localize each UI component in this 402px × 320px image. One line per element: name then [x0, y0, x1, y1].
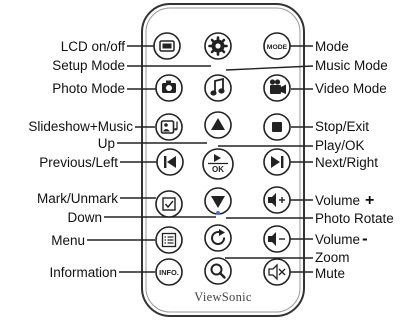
volume-down-button[interactable]: [263, 225, 291, 253]
down-indicator-dot: [216, 211, 220, 215]
play-ok-button[interactable]: OK: [202, 148, 234, 180]
menu-button[interactable]: [155, 226, 183, 254]
label-menu: Menu: [51, 233, 85, 248]
leader-music: [225, 65, 314, 71]
stop-icon: [272, 122, 282, 132]
label-mode: Mode: [315, 39, 349, 54]
speaker-plus-icon: [268, 193, 285, 207]
mode-button-text: MODE: [267, 44, 288, 51]
mute-icon: [268, 263, 286, 281]
slideshow-button[interactable]: [155, 113, 183, 141]
label-volume-up: Volume +: [315, 192, 374, 209]
stop-button[interactable]: [263, 113, 291, 141]
label-down: Down: [67, 210, 102, 225]
label-volume-down: Volume-: [315, 229, 368, 248]
label-mark: Mark/Unmark: [37, 191, 118, 206]
down-button[interactable]: [204, 187, 232, 215]
camera-icon: [162, 80, 176, 93]
label-setup: Setup Mode: [52, 58, 125, 73]
next-button[interactable]: [263, 148, 291, 176]
volume-up-button[interactable]: [263, 186, 291, 214]
remote-inner-outline: [145, 7, 301, 313]
rotate-icon: [211, 229, 226, 246]
label-volume-down-text: Volume: [315, 232, 360, 247]
rotate-button[interactable]: [204, 224, 232, 252]
speaker-minus-icon: [268, 232, 285, 246]
label-rotate: Photo Rotate: [315, 211, 394, 226]
magnifier-icon: [210, 263, 226, 279]
label-lcd: LCD on/off: [61, 39, 126, 54]
mark-button[interactable]: [155, 190, 183, 218]
info-button[interactable]: INFO.: [155, 258, 183, 286]
label-volume-up-sign: +: [365, 192, 374, 209]
label-next: Next/Right: [315, 155, 378, 170]
label-slideshow: Slideshow+Music: [28, 119, 133, 134]
label-up: Up: [98, 136, 115, 151]
lcd-button[interactable]: [153, 32, 181, 60]
label-mute: Mute: [315, 266, 345, 281]
video-button[interactable]: [263, 74, 291, 102]
mode-button[interactable]: MODE: [263, 32, 291, 60]
brand-logo: ViewSonic: [194, 290, 252, 304]
label-stop: Stop/Exit: [315, 119, 369, 134]
ok-text: OK: [212, 165, 224, 174]
music-button[interactable]: [204, 74, 232, 102]
label-photo: Photo Mode: [52, 81, 125, 96]
label-play: Play/OK: [315, 138, 365, 153]
up-button[interactable]: [204, 111, 232, 139]
skip-previous-icon: [164, 156, 176, 168]
label-information: Information: [49, 265, 117, 280]
gear-icon: [208, 36, 228, 56]
checkbox-icon: [162, 197, 176, 211]
arrow-down-icon: [211, 196, 225, 208]
menu-list-icon: [161, 232, 177, 248]
info-button-text: INFO.: [159, 268, 179, 277]
slideshow-music-icon: [160, 120, 178, 134]
label-previous: Previous/Left: [39, 155, 118, 170]
label-volume-up-text: Volume: [315, 193, 360, 208]
lcd-screen-icon: [159, 40, 175, 52]
previous-button[interactable]: [156, 148, 184, 176]
label-music: Music Mode: [315, 58, 388, 73]
video-camera-icon: [269, 79, 286, 94]
music-note-icon: [210, 77, 225, 96]
setup-button[interactable]: [204, 32, 232, 60]
label-video: Video Mode: [315, 81, 387, 96]
arrow-up-icon: [211, 118, 225, 130]
zoom-button[interactable]: [204, 257, 232, 285]
photo-button[interactable]: [155, 74, 183, 102]
label-volume-down-sign: -: [362, 229, 368, 248]
play-ok-icon: OK: [208, 154, 228, 174]
mute-button[interactable]: [263, 258, 291, 286]
label-zoom: Zoom: [315, 250, 350, 265]
skip-next-icon: [271, 156, 284, 168]
